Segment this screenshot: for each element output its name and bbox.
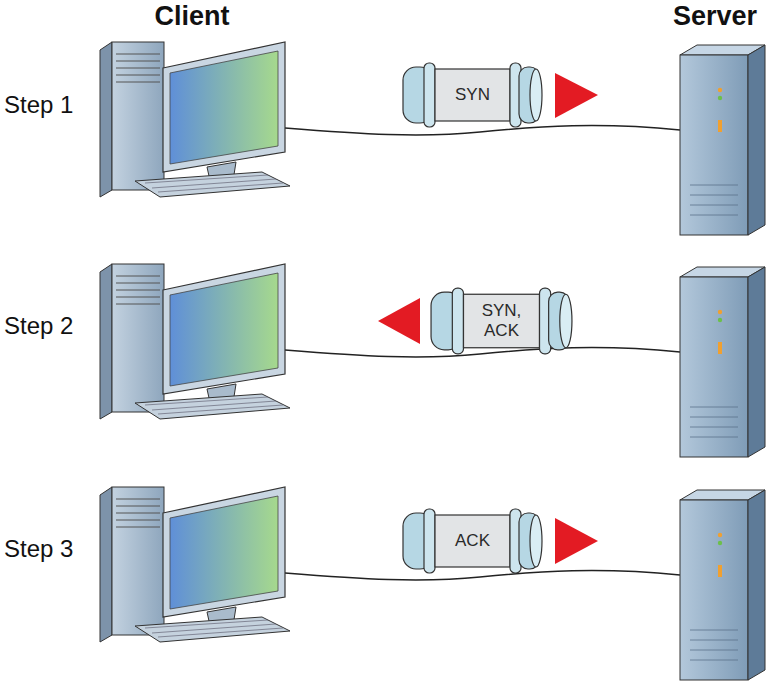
client-computer — [100, 42, 290, 197]
packet-capsule: SYN — [400, 60, 545, 130]
label-holder: Step 1 — [4, 92, 73, 118]
server-tower — [680, 490, 765, 680]
capsule-end — [560, 294, 572, 347]
label-holder: Client — [154, 2, 229, 32]
capsule-text-area: SYN — [438, 60, 507, 130]
capsule-text-stack: ACK — [455, 531, 490, 551]
client-computer — [100, 487, 290, 642]
network-wire — [285, 126, 680, 135]
packet-flag: SYN, ACK — [467, 301, 537, 340]
capsule-text-area: SYN, ACK — [467, 285, 537, 357]
packet-flag: SYN — [455, 85, 490, 105]
capsule-text-area: ACK — [438, 506, 507, 576]
capsule-ridge — [424, 63, 435, 127]
capsule-text-stack: SYN, ACK — [467, 301, 537, 340]
direction-arrow — [555, 518, 598, 564]
direction-arrow — [555, 73, 598, 118]
capsule-end — [530, 515, 542, 567]
server-tower — [680, 267, 765, 457]
capsule-end — [530, 69, 542, 121]
network-wire — [285, 348, 680, 357]
capsule-ridge — [452, 288, 463, 354]
column-heading: Client — [154, 2, 229, 32]
direction-arrow — [378, 298, 420, 344]
step-label: Step 2 — [4, 313, 73, 339]
client-computer — [100, 264, 290, 419]
capsule-body — [435, 69, 510, 121]
capsule-body — [463, 294, 539, 347]
capsule-ridge — [424, 509, 435, 573]
label-holder: Step 2 — [4, 313, 73, 339]
packet-flag: ACK — [455, 531, 490, 551]
server-tower — [680, 45, 765, 235]
capsule-text-stack: SYN — [455, 85, 490, 105]
column-heading: Server — [673, 2, 757, 32]
label-holder: Server — [673, 2, 757, 32]
packet-capsule: SYN, ACK — [428, 285, 575, 357]
step-label: Step 1 — [4, 92, 73, 118]
capsule-body — [435, 515, 510, 567]
step-label: Step 3 — [4, 536, 73, 562]
packet-capsule: ACK — [400, 506, 545, 576]
network-wire — [285, 571, 680, 580]
label-holder: Step 3 — [4, 536, 73, 562]
